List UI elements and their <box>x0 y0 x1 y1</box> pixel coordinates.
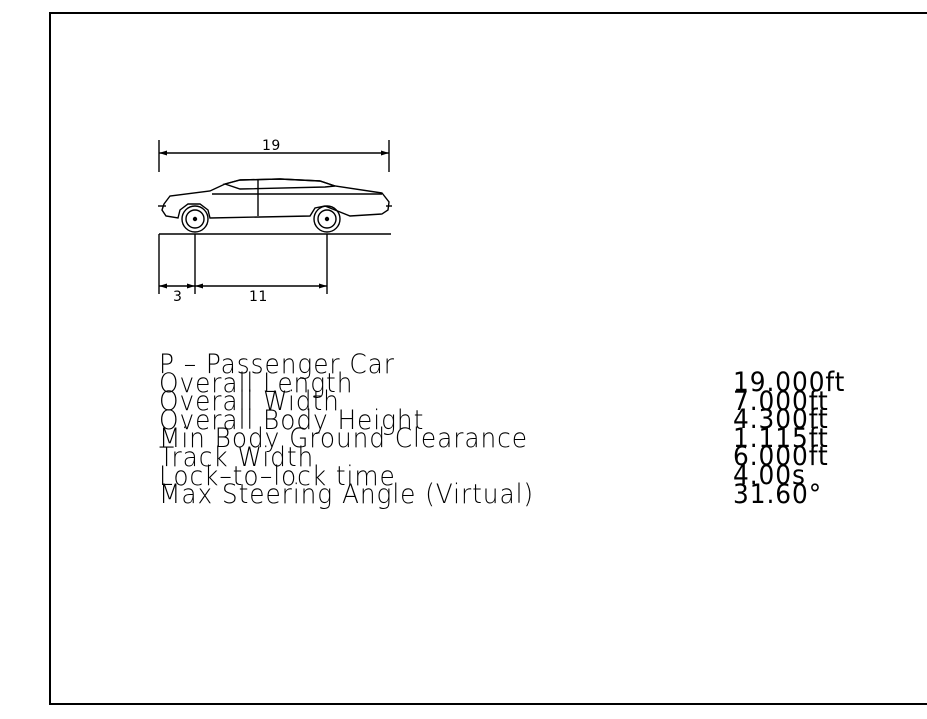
spec-label: Overall Length <box>159 367 354 399</box>
front-overhang-label: 3 <box>173 289 183 305</box>
car-side-view-drawing <box>158 140 392 294</box>
car-body-outline <box>161 178 390 219</box>
spec-values: 19.000ft 7.000ft 4.300ft 1.115ft 6.000ft… <box>733 367 855 510</box>
front-wheel <box>313 205 341 233</box>
spec-label: Overall Width <box>159 386 340 418</box>
spec-label: Overall Body Height <box>159 404 425 436</box>
vehicle-title: P – Passenger Car <box>159 349 395 380</box>
spec-value: 4.300ft <box>733 404 829 436</box>
spec-label: Max Steering Angle (Virtual) <box>159 479 535 511</box>
rear-wheel <box>181 205 209 233</box>
spec-label: Min Body Ground Clearance <box>159 423 528 455</box>
spec-value: 6.000ft <box>733 441 829 473</box>
spec-label: Track Width <box>159 441 315 473</box>
spec-value: 1.115ft <box>733 422 829 454</box>
spec-labels: P – Passenger Car Overall Length Overall… <box>159 349 567 511</box>
overall-length-label: 19 <box>262 138 281 154</box>
spec-value: 7.000ft <box>733 385 829 417</box>
spec-value: 4.00s <box>733 459 806 491</box>
car-roof <box>222 178 336 190</box>
spec-value: 19.000ft <box>733 367 846 398</box>
spec-label: Lock–to–lock time <box>159 460 396 492</box>
drawing-frame <box>49 12 927 705</box>
wheelbase-label: 11 <box>249 289 268 305</box>
spec-value: 31.60° <box>733 478 823 510</box>
